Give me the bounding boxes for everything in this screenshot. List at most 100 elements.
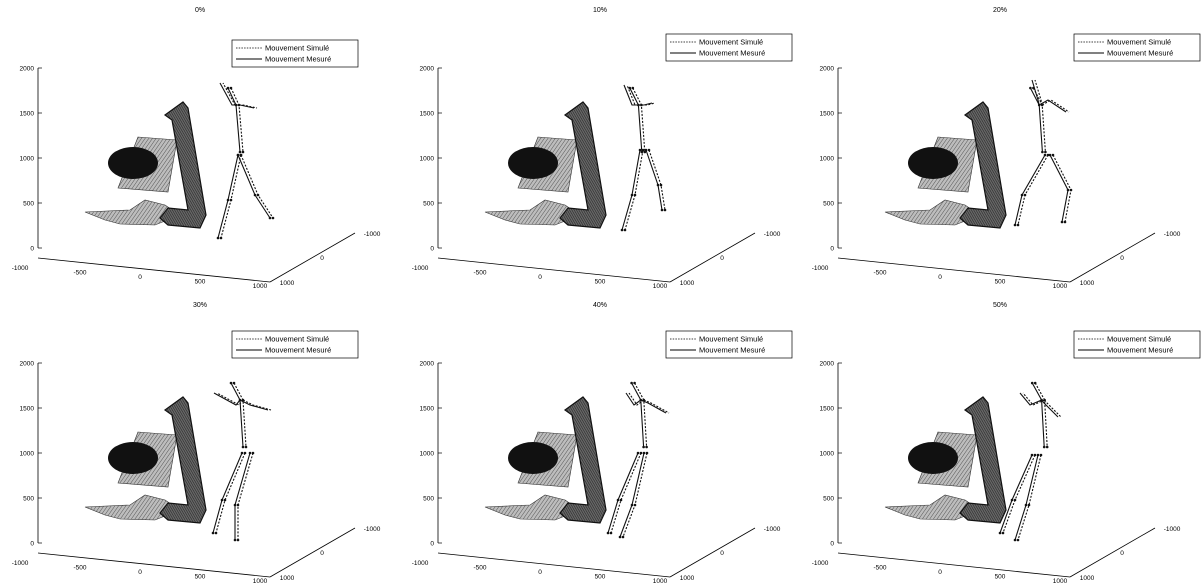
left-leg-line — [215, 452, 246, 534]
frame — [559, 101, 607, 229]
x-tick-label: -1000 — [812, 560, 829, 567]
joint-marker — [1043, 398, 1046, 402]
x-tick-label: 1000 — [653, 578, 668, 585]
right-arm-line — [239, 104, 258, 109]
joint-marker — [1032, 86, 1035, 90]
joint-marker — [660, 208, 664, 212]
left-leg-line — [607, 452, 639, 534]
x-tick-label: 1000 — [1053, 578, 1068, 585]
legend-box — [231, 330, 359, 359]
panel-title: 20% — [993, 7, 1007, 14]
trunk-line — [631, 382, 645, 448]
x-tick-label: 0 — [938, 569, 942, 576]
legend-simulated-label: Mouvement Simulé — [265, 335, 329, 344]
trace-simulated — [214, 381, 272, 542]
dark-ellipse — [108, 442, 158, 474]
legend-simulated-label: Mouvement Simulé — [1107, 335, 1171, 344]
y-tick-label: 0 — [1120, 255, 1124, 262]
x-tick-label: -1000 — [12, 560, 29, 567]
joint-marker — [271, 216, 275, 220]
z-tick-label: 1000 — [20, 451, 35, 458]
joint-marker — [656, 183, 660, 187]
right-arm-line — [1041, 99, 1070, 113]
joint-marker — [642, 445, 645, 449]
trace-simulated — [1001, 381, 1062, 542]
legend-box — [665, 330, 793, 359]
y-tick-label: 0 — [720, 255, 724, 262]
joint-marker — [1033, 381, 1037, 385]
x-tick-label: 0 — [538, 274, 542, 281]
legend-simulated-label: Mouvement Simulé — [265, 44, 329, 53]
joint-marker — [1036, 453, 1040, 457]
left-arm-line — [1034, 79, 1043, 106]
legend-box — [231, 39, 359, 68]
joint-marker — [623, 228, 627, 232]
y-tick-label: 1000 — [1080, 575, 1095, 582]
joint-marker — [232, 381, 236, 385]
trace-measured — [1013, 79, 1070, 227]
joint-marker — [998, 531, 1002, 535]
joint-marker — [659, 183, 663, 187]
z-tick-label: 1500 — [20, 406, 35, 413]
dark-ellipse — [908, 442, 958, 474]
joint-marker — [641, 148, 645, 152]
legend-measured-label: Mouvement Mesuré — [699, 346, 765, 355]
joint-marker — [642, 451, 646, 455]
right-leg-line — [237, 154, 271, 219]
trace-simulated — [623, 84, 667, 232]
joint-marker — [633, 381, 636, 385]
x-tick-label: 1000 — [653, 283, 668, 290]
left-leg-line — [999, 454, 1033, 534]
joint-marker — [236, 503, 240, 507]
joint-marker — [248, 451, 252, 455]
joint-marker — [609, 531, 613, 535]
joint-marker — [1044, 150, 1047, 154]
y-axis-line — [669, 527, 756, 578]
joint-marker — [1040, 398, 1043, 402]
joint-marker — [636, 451, 640, 455]
z-tick-label: 2000 — [820, 361, 835, 368]
joint-marker — [244, 445, 248, 449]
joint-marker — [1027, 503, 1031, 507]
x-tick-label: -1000 — [812, 265, 829, 272]
x-axis-line — [437, 552, 671, 578]
panel-title: 40% — [593, 302, 607, 309]
y-tick-label: 1000 — [680, 280, 695, 287]
joint-marker — [1016, 223, 1020, 227]
joint-marker — [229, 198, 233, 202]
joint-marker — [619, 498, 623, 502]
x-tick-label: 500 — [995, 279, 1006, 286]
x-tick-label: 1000 — [253, 283, 268, 290]
right-arm-line — [1044, 399, 1062, 418]
joint-marker — [233, 503, 237, 507]
legend-box — [1073, 330, 1201, 359]
joint-marker — [236, 538, 240, 542]
joint-marker — [241, 398, 245, 402]
joint-marker — [630, 503, 634, 507]
x-tick-label: 500 — [595, 279, 606, 286]
x-tick-label: 1000 — [1053, 283, 1068, 290]
joint-marker — [1001, 531, 1005, 535]
z-tick-label: 2000 — [20, 361, 35, 368]
joint-marker — [642, 398, 646, 402]
right-leg-line — [619, 452, 645, 538]
joint-marker — [234, 103, 238, 107]
z-tick-label: 500 — [823, 496, 834, 503]
joint-marker — [1013, 223, 1017, 227]
joint-marker — [1016, 538, 1020, 542]
x-tick-label: -1000 — [412, 560, 429, 567]
joint-marker — [645, 445, 648, 449]
joint-marker — [229, 381, 233, 385]
y-tick-label: -1000 — [764, 526, 781, 533]
joint-marker — [633, 503, 637, 507]
joint-marker — [1048, 153, 1052, 157]
frame — [959, 396, 1007, 524]
legend-measured-label: Mouvement Mesuré — [265, 346, 331, 355]
joint-marker — [216, 236, 220, 240]
joint-marker — [1030, 453, 1034, 457]
trace-measured — [998, 381, 1059, 542]
z-tick-label: 0 — [830, 246, 834, 253]
legend-simulated-label: Mouvement Simulé — [699, 335, 763, 344]
